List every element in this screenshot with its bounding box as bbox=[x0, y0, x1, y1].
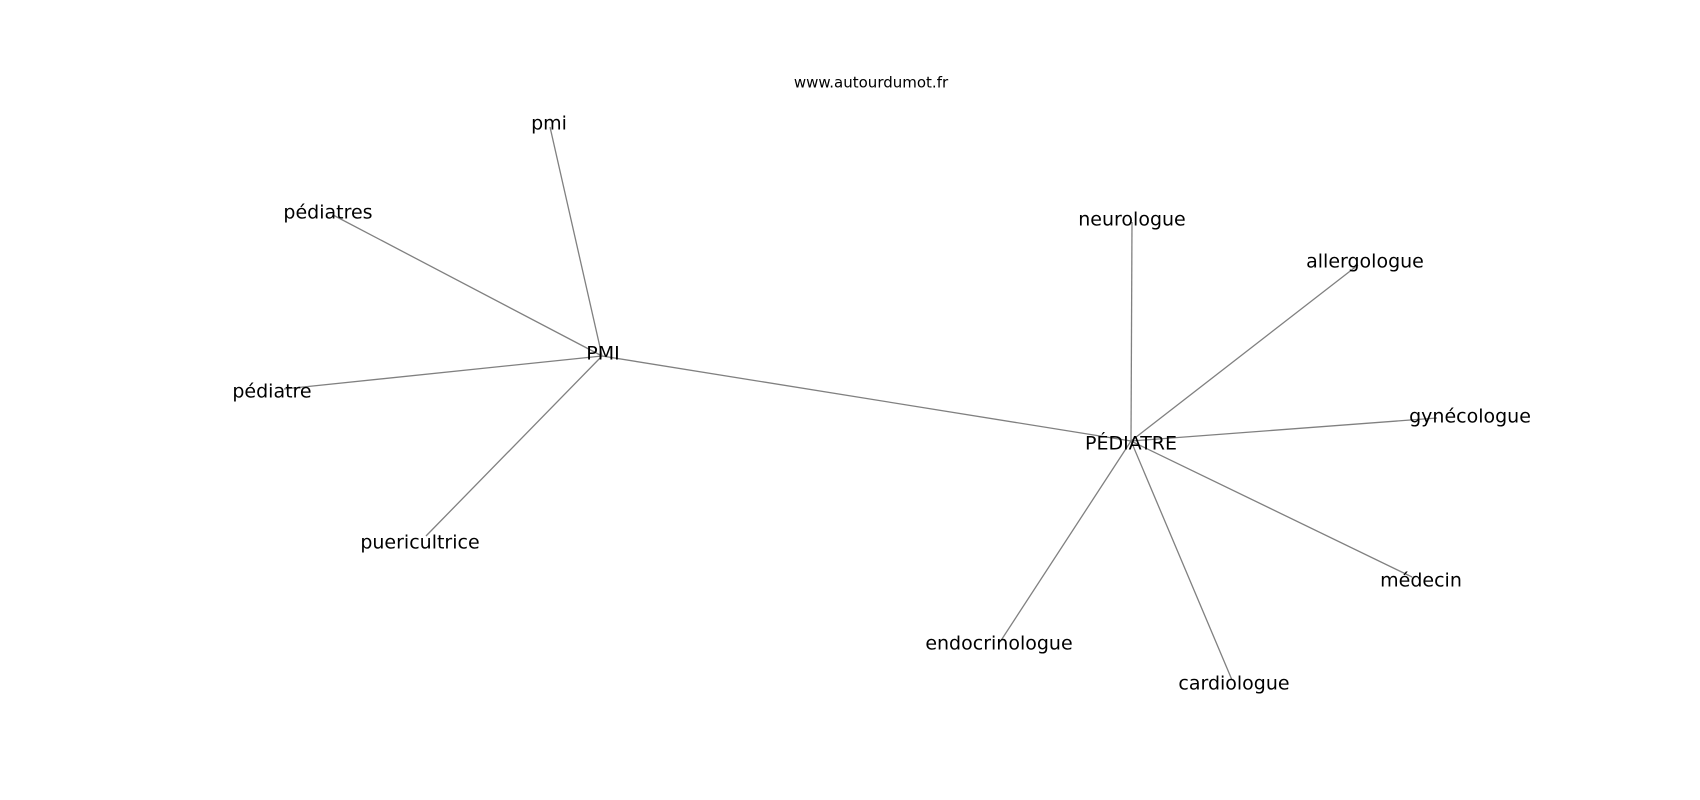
node-endocrinologue[interactable]: endocrinologue bbox=[925, 633, 1072, 655]
edge-pediatre-hub-endocrinologue bbox=[999, 440, 1132, 643]
edge-pediatre-hub-medecin bbox=[1130, 440, 1413, 578]
node-pmi-hub[interactable]: PMI bbox=[586, 343, 619, 365]
edge-pmi-hub-puericultrice bbox=[425, 355, 603, 537]
node-pediatre[interactable]: pédiatre bbox=[232, 381, 311, 403]
edges-layer bbox=[283, 126, 1438, 681]
node-puericultrice[interactable]: puericultrice bbox=[360, 532, 479, 554]
edge-pediatre-hub-allergologue bbox=[1130, 264, 1359, 442]
edge-pediatre-hub-gynecologue bbox=[1130, 417, 1438, 442]
node-neurologue[interactable]: neurologue bbox=[1078, 209, 1186, 231]
edge-pmi-hub-pmi bbox=[549, 126, 603, 357]
node-pmi[interactable]: pmi bbox=[531, 113, 567, 135]
node-gynecologue[interactable]: gynécologue bbox=[1409, 406, 1531, 428]
node-medecin[interactable]: médecin bbox=[1380, 570, 1462, 592]
node-allergologue[interactable]: allergologue bbox=[1306, 251, 1424, 273]
edge-pmi-hub-pediatres bbox=[332, 214, 603, 357]
edge-pmi-hub-pediatre bbox=[283, 355, 603, 390]
node-cardiologue[interactable]: cardiologue bbox=[1178, 673, 1289, 695]
node-pediatre-hub[interactable]: PÉDIATRE bbox=[1085, 432, 1177, 455]
edge-pediatre-hub-neurologue bbox=[1130, 221, 1133, 442]
edge-pmi-hub-pediatre-hub bbox=[601, 355, 1132, 442]
edge-pediatre-hub-cardiologue bbox=[1130, 440, 1233, 681]
site-watermark: www.autourdumot.fr bbox=[794, 74, 949, 92]
node-pediatres[interactable]: pédiatres bbox=[283, 202, 372, 224]
